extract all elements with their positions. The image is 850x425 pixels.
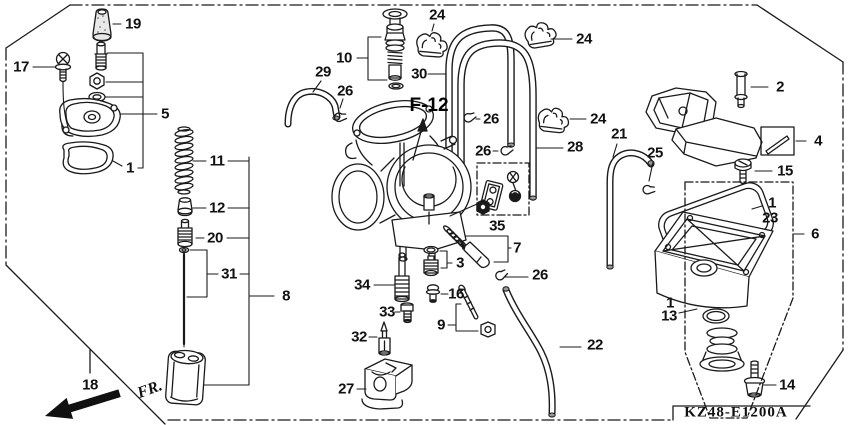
screw-34-drawing — [395, 253, 409, 302]
valve-7-drawing — [442, 225, 489, 268]
callout-35: 35 — [489, 217, 505, 235]
view-ref-label: F-12 — [409, 95, 449, 116]
callout-15: 15 — [777, 162, 793, 180]
callout-33: 33 — [379, 303, 395, 321]
group-box-6 — [685, 182, 793, 418]
gasket-1-drawing — [63, 142, 113, 174]
callout-5: 5 — [161, 105, 169, 123]
callout-26: 26 — [483, 110, 499, 128]
callout-28: 28 — [567, 138, 583, 156]
carburetor-body-drawing — [332, 94, 471, 263]
float-2-pin-drawing — [735, 72, 747, 108]
leader-lines — [33, 24, 806, 389]
callout-27: 27 — [338, 380, 354, 398]
callout-19: 19 — [125, 15, 141, 33]
screw-17-drawing — [56, 53, 71, 82]
spring-11-drawing — [175, 127, 194, 194]
callout-14: 14 — [779, 376, 795, 394]
callout-2: 2 — [776, 78, 784, 96]
bracket-set-35-drawing — [477, 163, 529, 215]
needle-holder-canister-drawing — [165, 349, 206, 405]
tube-28-drawing — [458, 43, 537, 200]
callout-17: 17 — [13, 58, 29, 76]
callout-26: 26 — [475, 142, 491, 160]
callout-20: 20 — [207, 229, 223, 247]
cap-19-drawing — [93, 9, 111, 41]
stud-nut-washer-drawing — [89, 42, 107, 101]
oring-13-drawing — [703, 309, 729, 323]
callout-16: 16 — [448, 285, 464, 303]
tube-22-drawing — [503, 287, 555, 417]
callout-24: 24 — [429, 6, 445, 24]
diagram-border — [6, 5, 843, 424]
callout-3: 3 — [456, 254, 464, 272]
callout-34: 34 — [354, 276, 370, 294]
screw-9-drawing — [458, 284, 495, 337]
frame-line-18 — [6, 265, 165, 424]
tube-29-drawing — [288, 91, 339, 124]
float-bowl-drawing — [655, 212, 773, 308]
callout-18: 18 — [82, 376, 98, 394]
screw-16-drawing — [427, 285, 440, 302]
callout-23: 23 — [762, 209, 778, 227]
callout-29: 29 — [315, 63, 331, 81]
callout-7: 7 — [513, 239, 521, 257]
callout-1: 1 — [126, 159, 134, 177]
callout-26: 26 — [532, 266, 548, 284]
drain-spout-drawing — [700, 328, 744, 371]
callout-24: 24 — [576, 30, 592, 48]
callout-25: 25 — [647, 144, 663, 162]
callout-4: 4 — [814, 132, 822, 150]
callout-11: 11 — [209, 152, 225, 170]
callout-22: 22 — [587, 336, 603, 354]
jet-needle-31-drawing — [180, 248, 189, 348]
jet-3-drawing — [424, 247, 438, 276]
callout-1: 1 — [666, 294, 674, 312]
callout-24: 24 — [590, 110, 606, 128]
cover-5-drawing — [60, 99, 121, 137]
holder-27-drawing — [362, 359, 412, 409]
choke-valve-10-drawing — [383, 9, 407, 89]
diagram-code: KZ48-E1200A — [684, 404, 788, 421]
clip-25-drawing — [641, 183, 657, 197]
screw-14-drawing — [745, 361, 765, 397]
tube-21-drawing — [607, 153, 654, 269]
callout-8: 8 — [282, 287, 290, 305]
callout-6: 6 — [811, 225, 819, 243]
callout-26: 26 — [337, 82, 353, 100]
holder-20-drawing — [178, 219, 192, 246]
holder-12-drawing — [178, 198, 192, 216]
callout-9: 9 — [437, 316, 445, 334]
front-arrow-icon — [45, 389, 121, 419]
callout-32: 32 — [351, 328, 367, 346]
callout-12: 12 — [209, 199, 225, 217]
callout-1: 1 — [768, 194, 776, 212]
jet-32-drawing — [379, 322, 390, 355]
callout-13: 13 — [661, 307, 677, 325]
screw-15-drawing — [735, 159, 751, 184]
callout-31: 31 — [221, 265, 237, 283]
callout-10: 10 — [336, 49, 352, 67]
callout-21: 21 — [611, 125, 627, 143]
float-4-drawing — [646, 88, 794, 166]
callout-30: 30 — [411, 65, 427, 83]
jet-33-drawing — [401, 303, 413, 323]
